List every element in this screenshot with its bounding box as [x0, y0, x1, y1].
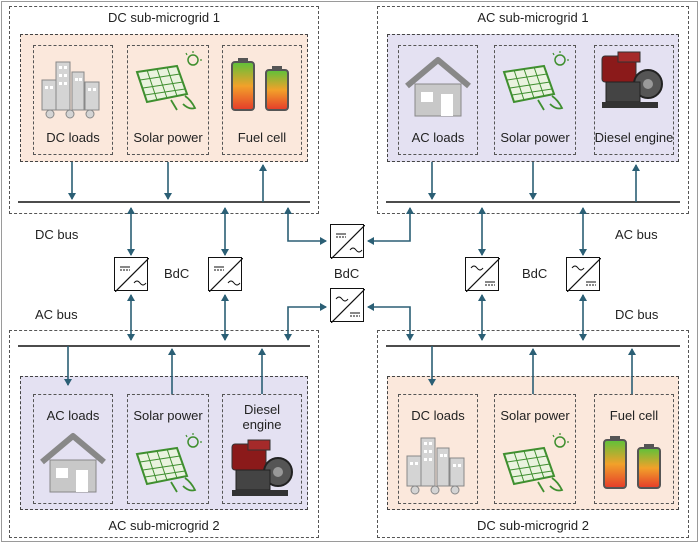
solar-panel-icon-3 [135, 433, 202, 493]
ac-sub1-diesel-box [594, 45, 674, 155]
ac-loads-house-icon-2 [40, 433, 106, 493]
bdc-converter-left-2 [208, 257, 243, 292]
ac-sub2-diesel-label-line2: engine [242, 417, 282, 432]
ac-sub2-loads-box [33, 394, 113, 504]
ac-sub1-solar-label: Solar power [500, 130, 570, 145]
bdc-converter-center-top [330, 224, 365, 259]
bdc-label-right: BdC [522, 266, 548, 281]
dc-bus-label-left: DC bus [35, 227, 79, 242]
fuel-cell-battery-icon [231, 58, 289, 111]
ac-bus-label-left: AC bus [35, 307, 78, 322]
ac-sub2-diesel-box [222, 394, 302, 504]
dc-sub1-solar-label: Solar power [133, 130, 203, 145]
fuel-cell-battery-icon-2 [603, 436, 661, 489]
dc-sub1-fuel-label: Fuel cell [237, 130, 287, 145]
dc-sub-microgrid-1-title: DC sub-microgrid 1 [108, 10, 220, 25]
dc-loads-city-icon-2 [406, 437, 465, 495]
bdc-converter-right-2 [566, 257, 601, 292]
solar-panel-icon-2 [502, 51, 569, 111]
dc-loads-city-icon [41, 61, 100, 119]
ac-sub2-diesel-label-line1: Diesel [243, 402, 281, 417]
dc-bus-label-right: DC bus [615, 307, 659, 322]
dc-sub1-fuel-box [222, 45, 302, 155]
dc-sub1-solar-box [127, 45, 209, 155]
dc-sub2-loads-box [398, 394, 478, 504]
ac-sub2-solar-box [127, 394, 209, 504]
solar-panel-icon [135, 51, 202, 111]
bdc-label-center: BdC [334, 266, 360, 281]
ac-sub2-solar-label: Solar power [133, 408, 203, 423]
ac-sub-microgrid-1-title: AC sub-microgrid 1 [477, 10, 589, 25]
ac-sub1-diesel-label: Diesel engine [594, 130, 674, 145]
dc-sub2-loads-label: DC loads [411, 408, 465, 423]
ac-sub-microgrid-2-title: AC sub-microgrid 2 [108, 518, 220, 533]
bdc-converter-left-1 [114, 257, 149, 292]
diesel-engine-icon [601, 51, 663, 108]
ac-sub2-loads-label: AC loads [46, 408, 100, 423]
ac-sub1-solar-box [494, 45, 576, 155]
ac-loads-house-icon [405, 57, 471, 117]
dc-sub1-loads-label: DC loads [46, 130, 100, 145]
dc-sub-microgrid-2-title: DC sub-microgrid 2 [477, 518, 589, 533]
dc-sub2-solar-label: Solar power [500, 408, 570, 423]
ac-bus-label-right: AC bus [615, 227, 658, 242]
ac-sub1-loads-box [398, 45, 478, 155]
bdc-converter-center-bottom [330, 288, 365, 323]
bdc-label-left: BdC [164, 266, 190, 281]
bdc-converter-right-1 [465, 257, 500, 292]
dc-sub1-loads-box [33, 45, 113, 155]
solar-panel-icon-4 [502, 433, 569, 493]
ac-sub1-loads-label: AC loads [411, 130, 465, 145]
dc-sub2-solar-box [494, 394, 576, 504]
dc-sub2-fuel-label: Fuel cell [609, 408, 659, 423]
dc-sub2-fuel-box [594, 394, 674, 504]
diesel-engine-icon-2 [231, 439, 293, 496]
